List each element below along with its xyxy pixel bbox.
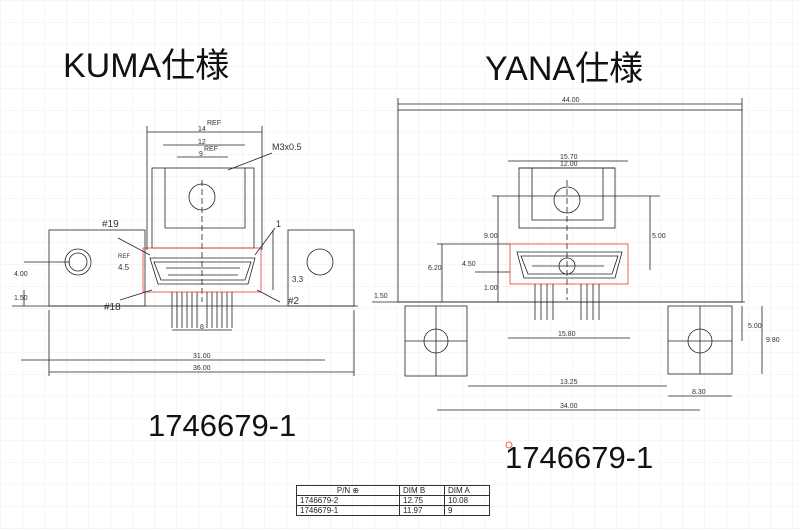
yana-title: YANA仕様 <box>485 50 644 88</box>
dim-r-1325: 13.25 <box>560 379 578 386</box>
table-row: 1746679-2 12.75 10.08 <box>296 495 490 506</box>
dim-l-36: 36.00 <box>193 365 211 372</box>
dim-l-12: 12 <box>198 139 206 146</box>
dim-l-8: 8 <box>200 324 204 331</box>
kuma-drawing <box>12 126 358 376</box>
table-header-row: P/N ⊕ DIM B DIM A <box>296 485 490 496</box>
dimension-texts: 14 REF 12 9 REF M3x0.5 #19 1 #18 #2 4.5 … <box>14 97 780 410</box>
yana-part-number: 1746679-1 <box>505 440 654 475</box>
dim-r-830: 8.30 <box>692 389 706 396</box>
dim-r-900: 9.00 <box>484 233 498 240</box>
dim-l-pin1: 1 <box>276 219 281 229</box>
kuma-part-number: 1746679-1 <box>148 408 297 443</box>
table-cell: 1746679-2 <box>296 495 400 506</box>
dim-l-ref3: REF <box>118 254 130 260</box>
dim-r-15: 15.70 <box>560 154 578 161</box>
dim-r-34: 34.00 <box>560 403 578 410</box>
dim-r-100: 1.00 <box>484 285 498 292</box>
origin-marker <box>505 441 513 449</box>
yana-drawing <box>372 98 763 411</box>
table-cell: 12.75 <box>399 495 445 506</box>
dim-l-ref2: REF <box>204 146 218 153</box>
dim-l-14: 14 <box>198 126 206 133</box>
dim-r-150: 1.50 <box>374 293 388 300</box>
table-cell: 9 <box>444 505 490 516</box>
pn-dimension-table: P/N ⊕ DIM B DIM A 1746679-2 12.75 10.08 … <box>296 485 490 516</box>
dim-l-m3: M3x0.5 <box>272 142 302 152</box>
table-cell: 11.97 <box>399 505 445 516</box>
kuma-pins <box>171 292 233 328</box>
table-row: 1746679-1 11.97 9 <box>296 505 490 516</box>
table-header-cell: DIM B <box>399 485 445 496</box>
dim-l-150: 1.50 <box>14 295 28 302</box>
dim-l-ref: REF <box>207 120 221 127</box>
dim-l-33: 3.3 <box>292 275 304 284</box>
dim-l-400: 4.00 <box>14 271 28 278</box>
table-cell: 1746679-1 <box>296 505 400 516</box>
dim-l-45: 4.5 <box>118 263 130 272</box>
dim-l-pin19: #19 <box>102 219 119 230</box>
dim-l-pin18: #18 <box>104 302 121 313</box>
kuma-title: KUMA仕様 <box>63 47 230 85</box>
dim-r-5b: 5.00 <box>748 323 762 330</box>
dim-r-450: 4.50 <box>462 261 476 268</box>
dim-r-500: 5.00 <box>652 233 666 240</box>
dim-l-pin2: #2 <box>288 296 300 307</box>
dim-l-9: 9 <box>199 151 203 158</box>
dim-r-1580: 15.80 <box>558 331 576 338</box>
table-cell: 10.08 <box>444 495 490 506</box>
dim-l-31: 31.00 <box>193 353 211 360</box>
table-header-cell: DIM A <box>444 485 490 496</box>
table-header-cell: P/N ⊕ <box>296 485 400 496</box>
dim-r-620: 6.20 <box>428 265 442 272</box>
dim-r-44: 44.00 <box>562 97 580 104</box>
dim-r-980: 9.80 <box>766 337 780 344</box>
yana-pins <box>534 284 600 320</box>
dim-r-12: 12.00 <box>560 161 578 168</box>
